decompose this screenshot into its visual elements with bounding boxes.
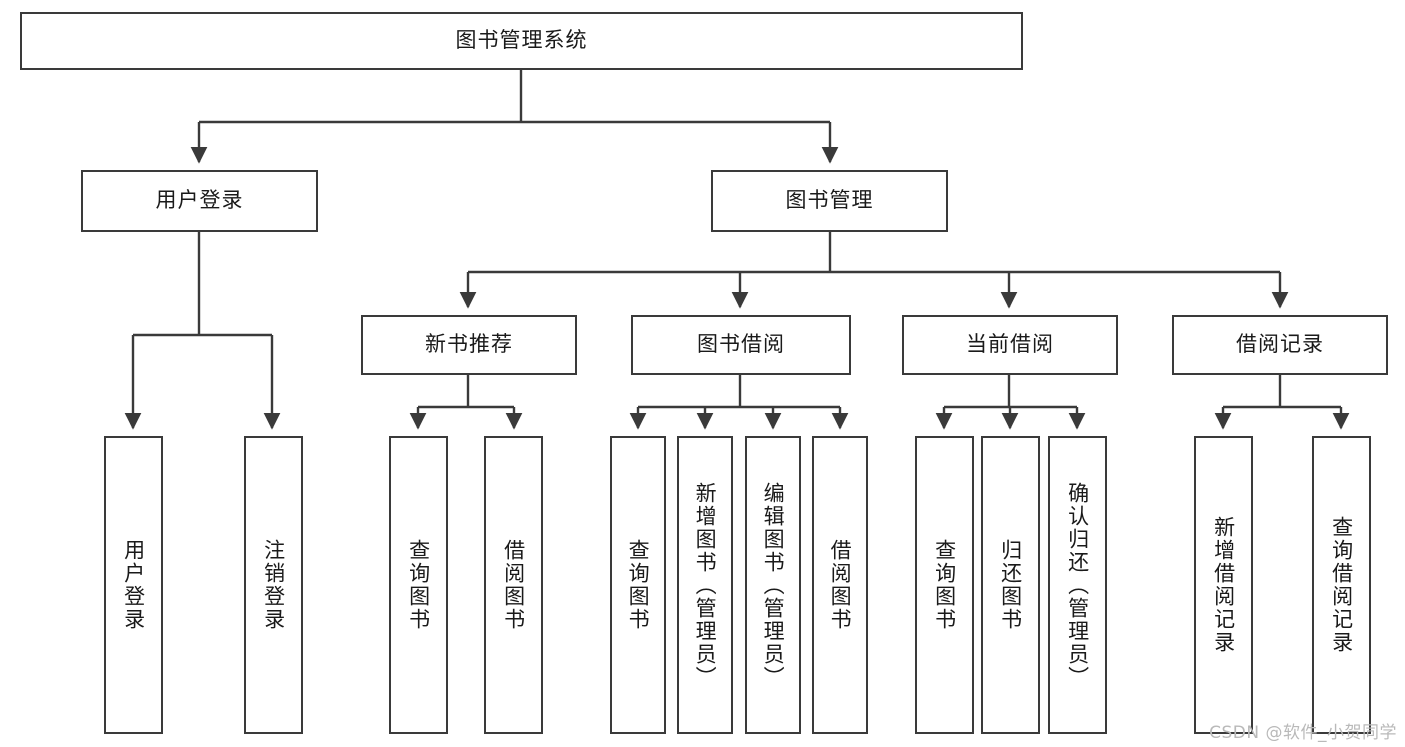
node-add-borrow-record-label: 新增借阅记录 [1211,516,1236,654]
node-query-book-3-label: 查询图书 [932,539,957,631]
node-query-borrow-record[interactable]: 查询借阅记录 [1312,436,1371,734]
node-user-login-leaf[interactable]: 用户登录 [104,436,163,734]
node-return-book-label: 归还图书 [998,539,1023,631]
node-root[interactable]: 图书管理系统 [20,12,1023,70]
node-query-book-2[interactable]: 查询图书 [610,436,666,734]
node-new-book-recommend-label: 新书推荐 [425,332,513,357]
node-add-borrow-record[interactable]: 新增借阅记录 [1194,436,1253,734]
node-book-manage[interactable]: 图书管理 [711,170,948,232]
node-user-login[interactable]: 用户登录 [81,170,318,232]
node-query-book-1[interactable]: 查询图书 [389,436,448,734]
node-user-login-leaf-label: 用户登录 [121,539,146,631]
node-query-book-3[interactable]: 查询图书 [915,436,974,734]
node-book-borrow-label: 图书借阅 [697,332,785,357]
node-borrow-book-2[interactable]: 借阅图书 [812,436,868,734]
node-user-logout-leaf[interactable]: 注销登录 [244,436,303,734]
node-book-manage-label: 图书管理 [785,188,874,213]
node-current-borrow-label: 当前借阅 [966,332,1054,357]
node-query-book-2-label: 查询图书 [626,539,651,631]
node-borrow-book-1-label: 借阅图书 [501,539,526,631]
node-borrow-record-label: 借阅记录 [1236,332,1324,357]
node-add-book-admin[interactable]: 新增图书（管理员） [677,436,733,734]
node-confirm-return-admin[interactable]: 确认归还（管理员） [1048,436,1107,734]
node-query-book-1-label: 查询图书 [406,539,431,631]
node-return-book[interactable]: 归还图书 [981,436,1040,734]
node-borrow-book-1[interactable]: 借阅图书 [484,436,543,734]
node-current-borrow[interactable]: 当前借阅 [902,315,1118,375]
node-new-book-recommend[interactable]: 新书推荐 [361,315,577,375]
node-borrow-book-2-label: 借阅图书 [828,539,853,631]
node-query-borrow-record-label: 查询借阅记录 [1329,516,1354,654]
node-edit-book-admin[interactable]: 编辑图书（管理员） [745,436,801,734]
node-confirm-return-admin-label: 确认归还（管理员） [1065,481,1090,689]
node-user-login-label: 用户登录 [155,188,244,213]
watermark: CSDN @软件_小贺同学 [1209,723,1397,743]
node-root-label: 图书管理系统 [455,28,588,53]
node-edit-book-admin-label: 编辑图书（管理员） [761,481,786,689]
node-add-book-admin-label: 新增图书（管理员） [693,481,718,689]
node-user-logout-leaf-label: 注销登录 [261,539,286,631]
node-borrow-record[interactable]: 借阅记录 [1172,315,1388,375]
node-book-borrow[interactable]: 图书借阅 [631,315,851,375]
